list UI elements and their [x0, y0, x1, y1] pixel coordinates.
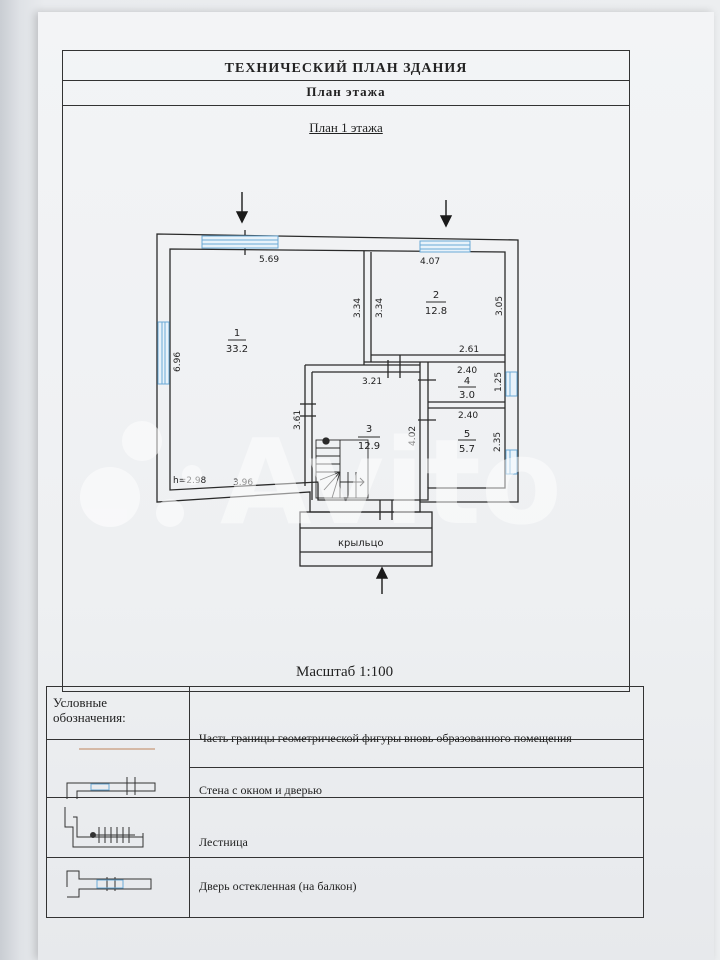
- legend-item-wall: Стена с окном и дверью: [199, 783, 322, 797]
- legend-row-rule: [47, 739, 643, 740]
- document-sheet: [38, 12, 714, 960]
- floor-title: План 1 этажа: [63, 120, 629, 136]
- document-title: ТЕХНИЧЕСКИЙ ПЛАН ЗДАНИЯ: [224, 61, 468, 76]
- dim-3-21: 3.21: [362, 377, 382, 387]
- dim-3-61: 3.61: [293, 410, 303, 430]
- dim-6-96: 6.96: [173, 352, 183, 372]
- legend-item-boundary: Часть границы геометрической фигуры внов…: [199, 731, 572, 745]
- stairs-symbol: [64, 807, 144, 848]
- legend-table: Условные обозначения: Часть границы геом…: [46, 686, 644, 918]
- dim-4-02: 4.02: [408, 426, 418, 446]
- dim-2-61: 2.61: [459, 345, 479, 355]
- wall-window-door-symbol: [66, 777, 156, 799]
- title-rule: [63, 80, 629, 81]
- room-4-number: 4: [464, 376, 470, 387]
- room-1-area: 33.2: [226, 344, 248, 355]
- legend-row-rule: [189, 767, 643, 768]
- room-5-area: 5.7: [459, 444, 475, 455]
- legend-column-divider: [189, 687, 190, 917]
- room-4-area: 3.0: [459, 390, 475, 401]
- outer-wall-inner: [169, 248, 506, 501]
- room-3-number: 3: [366, 424, 372, 435]
- subtitle-rule: [63, 105, 629, 106]
- dim-5-69: 5.69: [259, 255, 279, 265]
- legend-row-rule: [47, 797, 643, 798]
- entry-arrows: [235, 192, 453, 594]
- legend-item-stairs: Лестница: [199, 835, 248, 849]
- room-1-number: 1: [234, 328, 240, 339]
- room-2-area: 12.8: [425, 306, 447, 317]
- glazed-door-symbol: [66, 870, 152, 898]
- dim-3-34-a: 3.34: [353, 298, 363, 318]
- dim-3-96: 3.96: [233, 478, 253, 488]
- staircase: [315, 439, 369, 499]
- windows: [157, 235, 518, 475]
- room-2-number: 2: [433, 290, 439, 301]
- room-5-number: 5: [464, 429, 470, 440]
- dim-2-40-a: 2.40: [457, 366, 477, 376]
- room-3-area: 12.9: [358, 441, 380, 452]
- dim-1-25: 1.25: [494, 372, 504, 392]
- scale-label: Масштаб 1:100: [296, 664, 394, 680]
- dim-4-07: 4.07: [420, 257, 440, 267]
- porch-label: крыльцо: [338, 538, 384, 549]
- title-frame: ТЕХНИЧЕСКИЙ ПЛАН ЗДАНИЯ План этажа План …: [62, 50, 630, 692]
- dim-3-34-b: 3.34: [375, 298, 385, 318]
- dim-2-35: 2.35: [493, 432, 503, 452]
- legend-row-rule: [47, 857, 643, 858]
- legend-header: Условные обозначения:: [53, 695, 126, 725]
- legend-item-glazed-door: Дверь остекленная (на балкон): [199, 879, 357, 893]
- dim-3-05: 3.05: [495, 296, 505, 316]
- dim-2-40-b: 2.40: [458, 411, 478, 421]
- document-subtitle: План этажа: [306, 84, 386, 99]
- floor-title-text: План 1 этажа: [309, 120, 383, 135]
- legend-symbols: [64, 748, 156, 898]
- ceiling-height: h=2.98: [173, 476, 207, 486]
